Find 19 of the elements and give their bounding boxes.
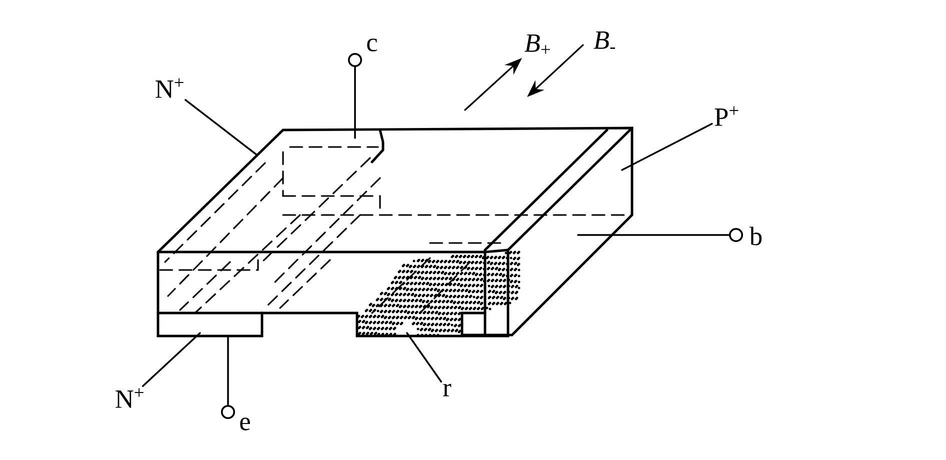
terminal-wire xyxy=(577,234,730,236)
terminal-circle xyxy=(728,228,744,242)
part-label: P$^{+}$ xyxy=(714,106,738,126)
terminal-wire xyxy=(354,66,356,139)
terminal-label: b xyxy=(749,226,762,246)
leader-line xyxy=(406,332,442,383)
leader-line xyxy=(184,99,258,156)
leader-line xyxy=(621,122,713,171)
terminal-wire xyxy=(227,335,229,406)
terminal-label: e xyxy=(240,418,250,430)
field-label: B$_{-}$ xyxy=(594,31,616,49)
part-label: N$^{+}$ xyxy=(116,388,144,408)
terminal-circle xyxy=(348,52,362,68)
leader-line xyxy=(142,332,201,387)
field-label: B$_{+}$ xyxy=(524,34,550,54)
part-label: N$^{+}$ xyxy=(156,78,184,98)
terminal-circle xyxy=(220,404,236,420)
part-label: r xyxy=(443,384,452,396)
terminal-label: c xyxy=(367,38,378,52)
